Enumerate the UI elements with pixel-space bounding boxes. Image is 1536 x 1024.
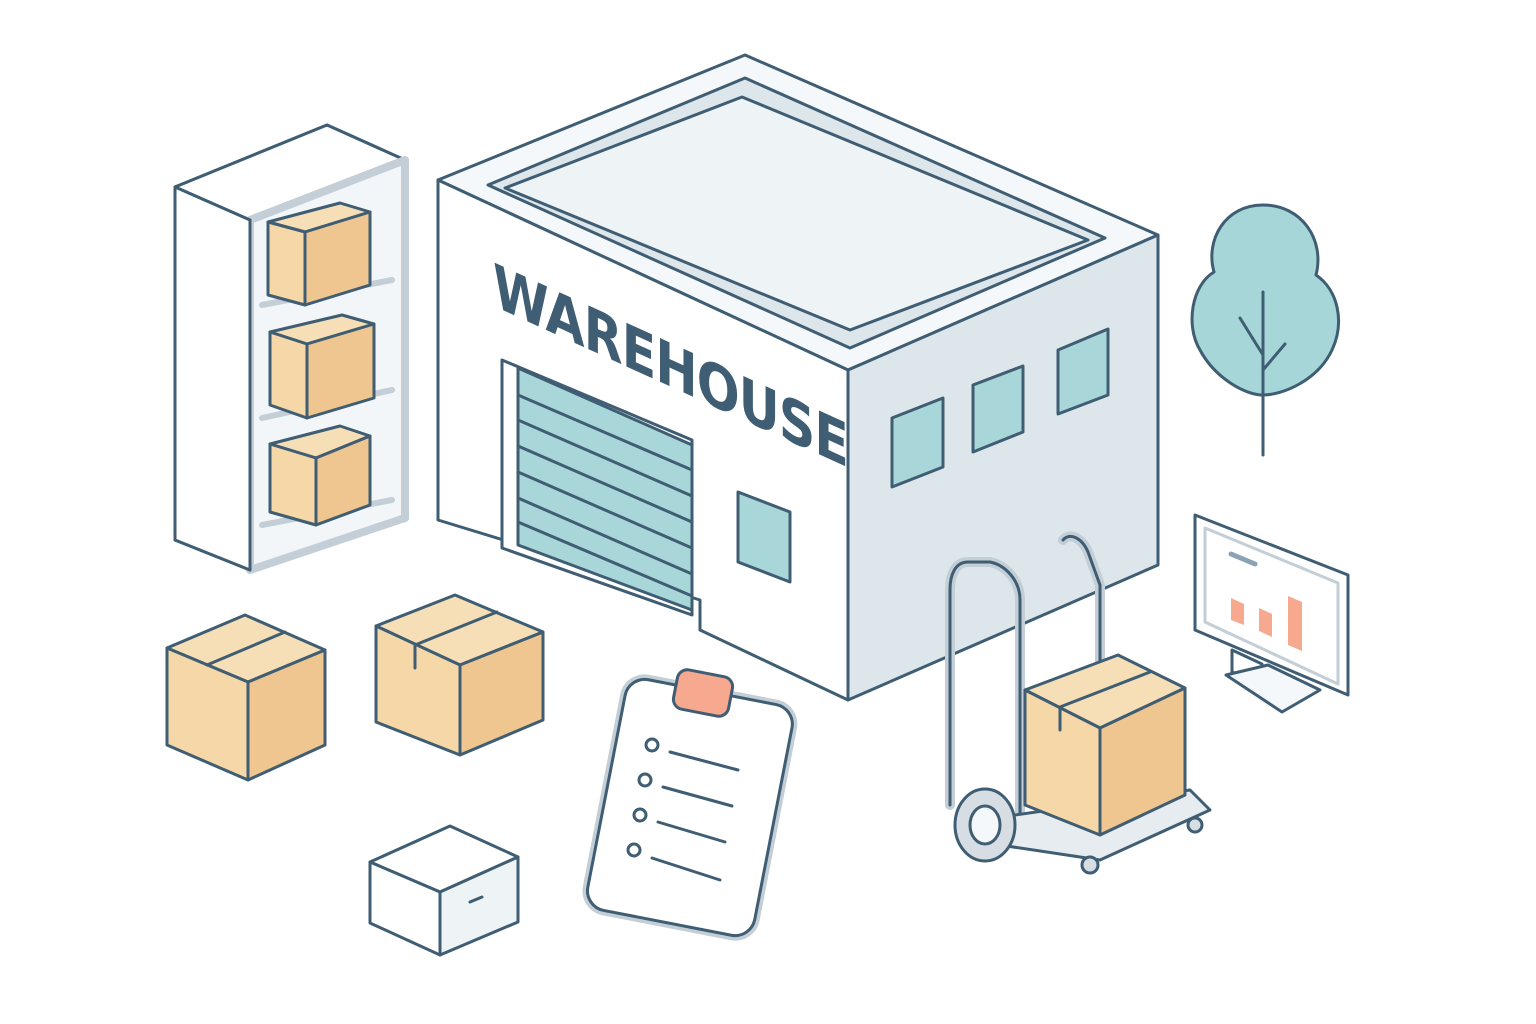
hand-truck-box — [1023, 653, 1187, 837]
cardboard-box-icon — [165, 613, 327, 782]
shelf-box-middle — [268, 313, 376, 420]
white-storage-box-icon — [368, 824, 520, 957]
side-window-2 — [971, 364, 1025, 454]
clipboard-clip — [671, 668, 735, 718]
warehouse-building-icon — [436, 53, 1160, 702]
shelf-box-top — [266, 201, 372, 307]
cardboard-box-icon — [374, 593, 545, 757]
side-window-3 — [1056, 327, 1110, 416]
monitor-bar-1 — [1231, 598, 1244, 625]
clipboard-checklist-icon — [582, 668, 798, 941]
shelving-unit-icon — [173, 123, 409, 574]
monitor-bar-2 — [1259, 608, 1272, 637]
hand-truck-icon — [945, 531, 1212, 875]
checklist — [626, 737, 740, 882]
garage-door — [500, 358, 694, 617]
monitor-bar-3 — [1288, 596, 1302, 651]
front-window — [736, 490, 792, 584]
tree-icon — [1190, 203, 1340, 457]
side-window-1 — [890, 396, 945, 489]
monitor-bar-chart — [1231, 596, 1302, 651]
monitor-icon — [1193, 513, 1350, 714]
shelf-box-bottom — [268, 424, 372, 527]
